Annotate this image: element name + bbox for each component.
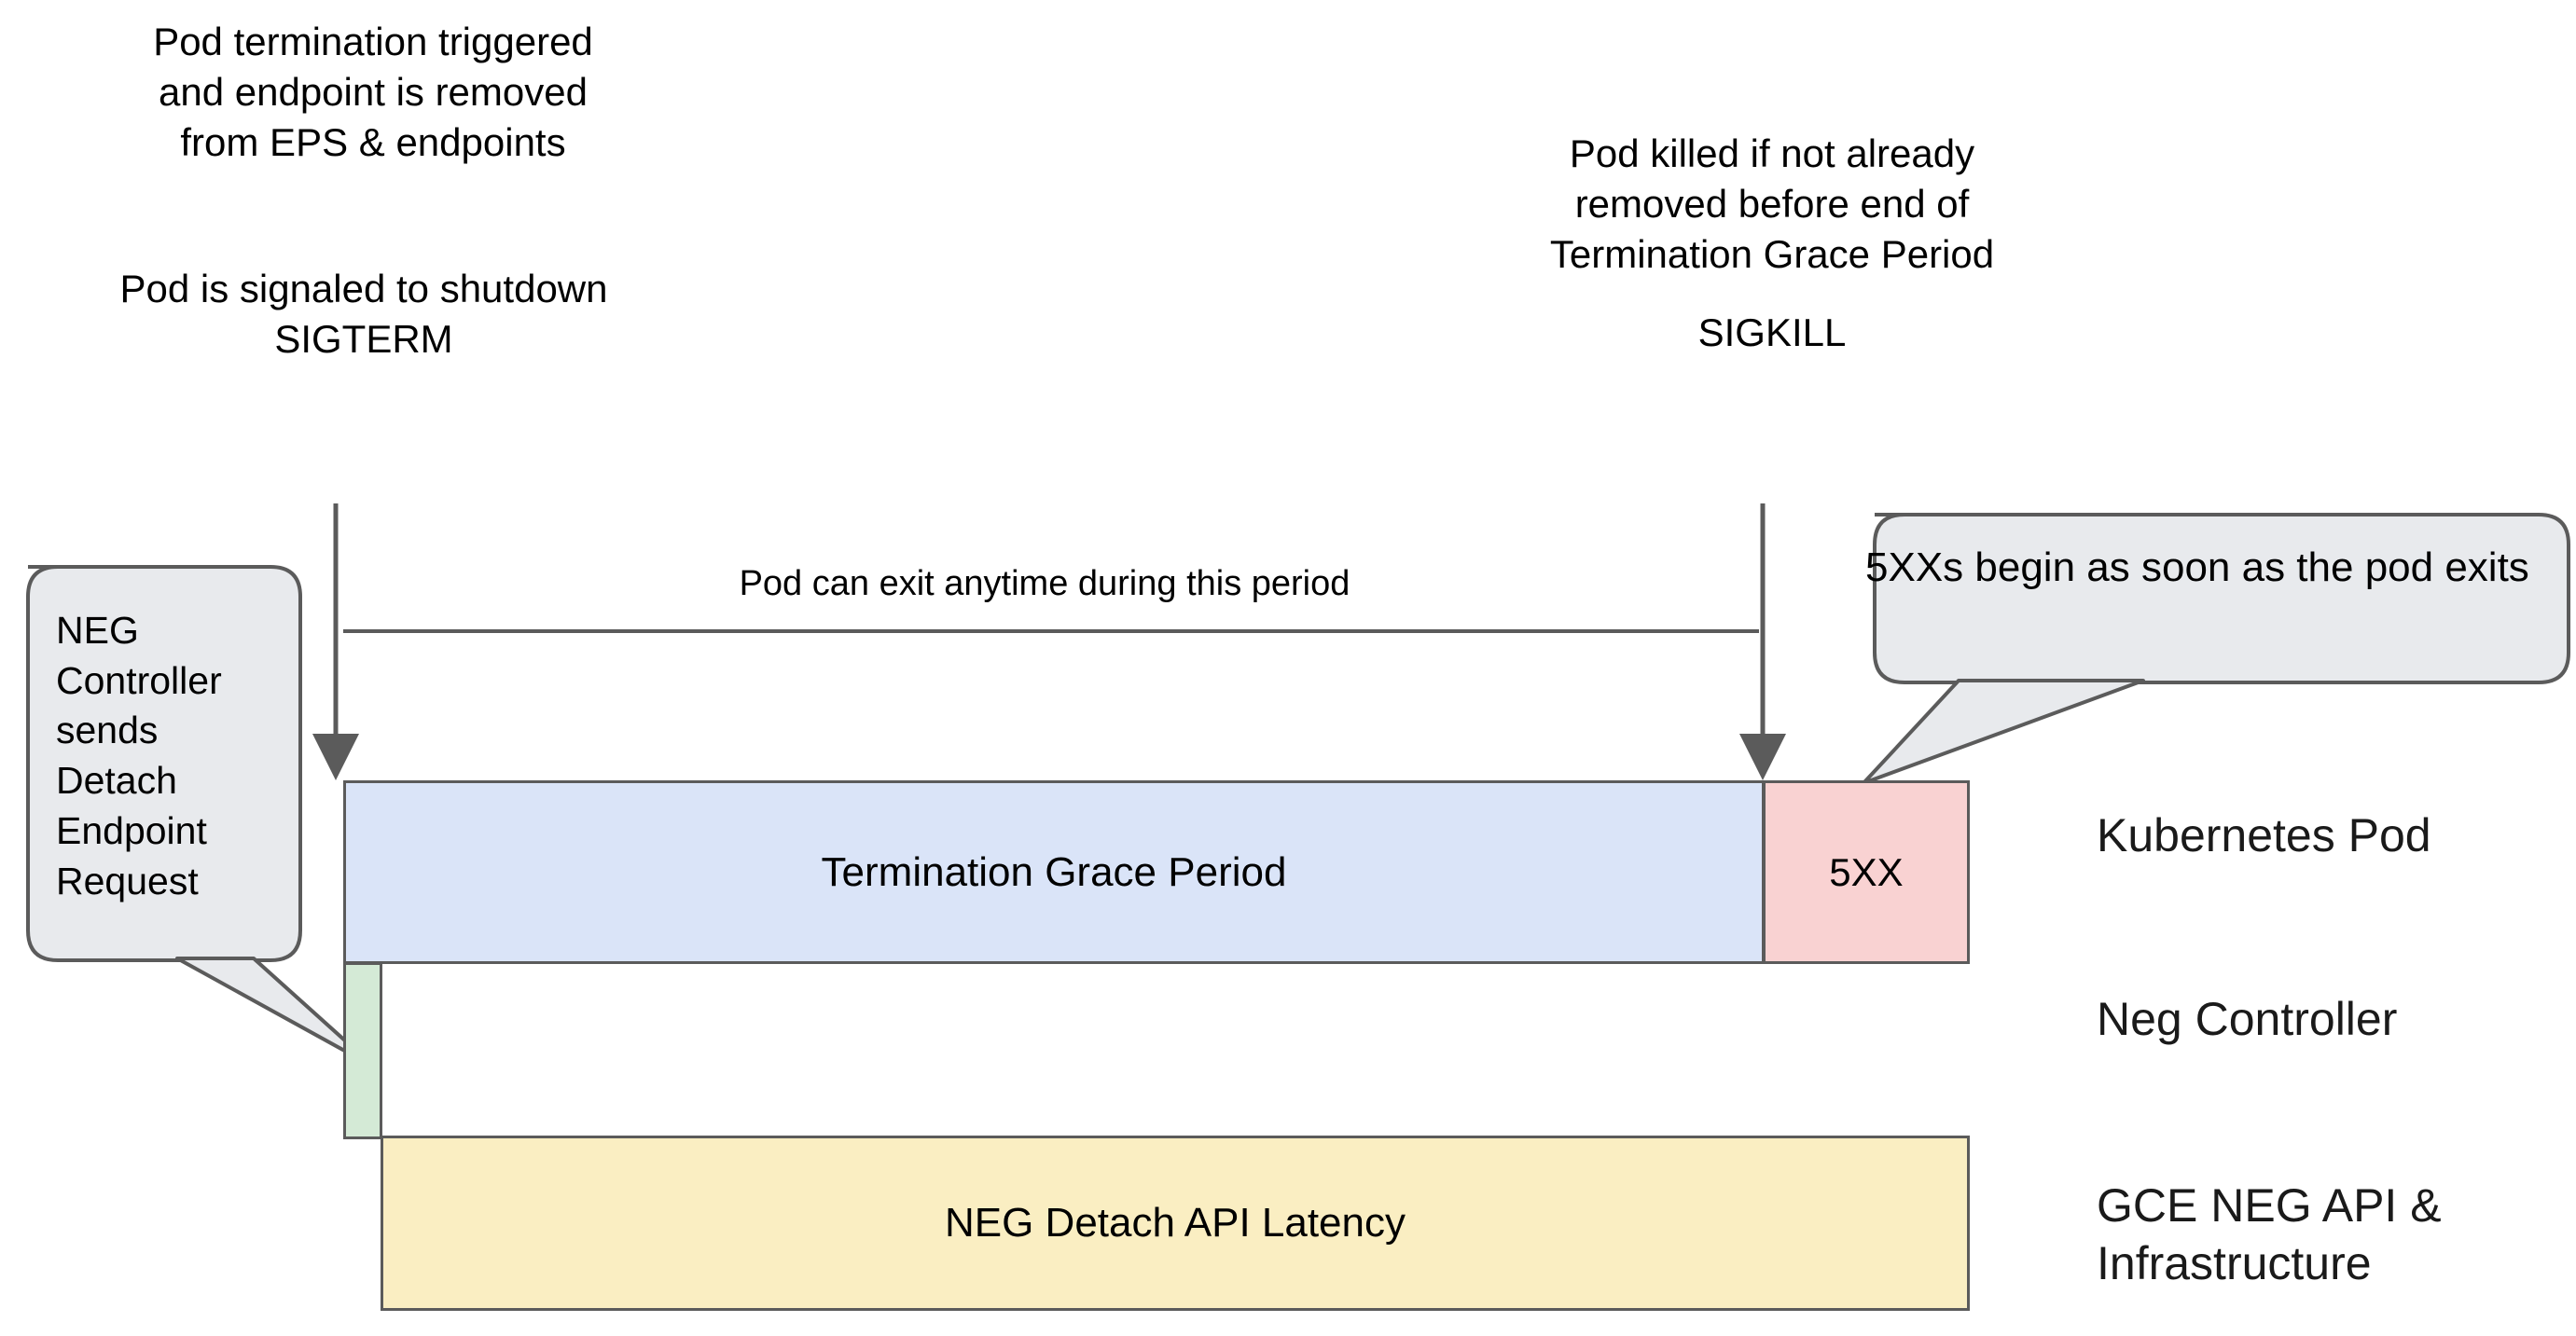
bar-neg-controller-detach[interactable] bbox=[343, 962, 382, 1139]
bar-termination-grace-period-label: Termination Grace Period bbox=[821, 848, 1287, 895]
bar-termination-grace-period[interactable]: Termination Grace Period bbox=[343, 780, 1765, 964]
lane-label-neg-controller: Neg Controller bbox=[2097, 993, 2398, 1045]
bar-neg-detach-api-latency-label: NEG Detach API Latency bbox=[944, 1200, 1406, 1246]
annotation-sigkill: SIGKILL bbox=[1697, 310, 1847, 354]
callout-neg-controller-label: NEG Controller sends Detach Endpoint Req… bbox=[56, 609, 222, 902]
lane-label-kubernetes-pod: Kubernetes Pod bbox=[2097, 809, 2431, 861]
bar-neg-detach-api-latency[interactable]: NEG Detach API Latency bbox=[381, 1136, 1970, 1311]
callout-5xx-label: 5XXs begin as soon as the pod exits bbox=[1865, 544, 2529, 590]
annotation-sigterm: Pod is signaled to shutdown SIGTERM bbox=[119, 267, 608, 361]
annotation-pod-termination-triggered: Pod termination triggered and endpoint i… bbox=[153, 20, 593, 164]
callout-5xx-explanation bbox=[1862, 513, 2570, 785]
callout-neg-controller bbox=[26, 565, 377, 1069]
bar-5xx-label: 5XX bbox=[1829, 849, 1904, 894]
lane-label-gce-neg-api: GCE NEG API & Infrastructure bbox=[2097, 1179, 2442, 1289]
bar-5xx[interactable]: 5XX bbox=[1763, 780, 1970, 964]
period-caption: Pod can exit anytime during this period bbox=[739, 564, 1350, 603]
annotation-pod-killed: Pod killed if not already removed before… bbox=[1549, 131, 1995, 276]
